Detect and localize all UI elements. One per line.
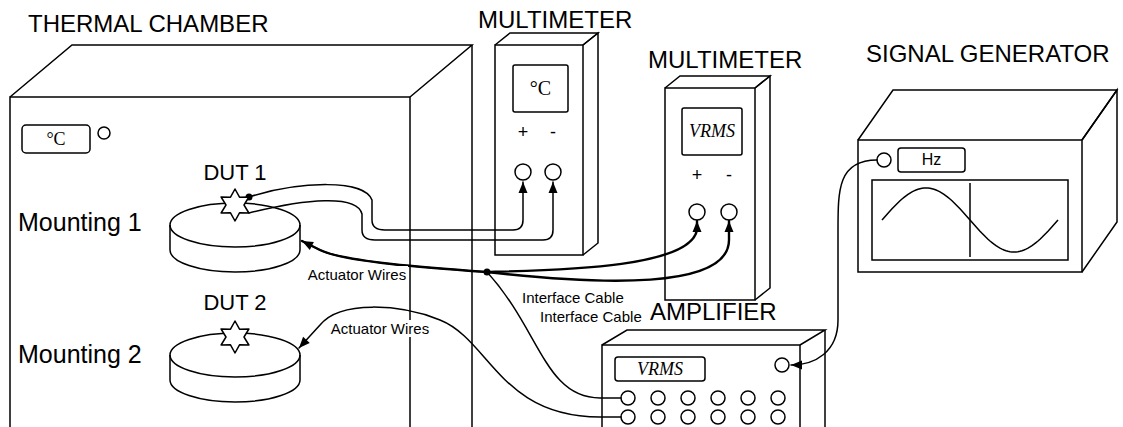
knob (877, 153, 891, 167)
display-unit: Hz (898, 148, 965, 172)
display-unit: °C (22, 125, 90, 153)
outline (10, 45, 472, 97)
device-title: SIGNAL GENERATOR (866, 40, 1110, 69)
signal-generator: SIGNAL GENERATOR Hz (852, 36, 1120, 274)
device-title: THERMAL CHAMBER (28, 10, 268, 39)
knob (545, 164, 561, 180)
wire-label: Actuator Wires (329, 320, 431, 337)
wire (249, 182, 523, 230)
multimeter: MULTIMETER °C +- (475, 4, 645, 260)
dut-star (221, 321, 249, 353)
outline (583, 33, 598, 255)
knob (721, 204, 737, 220)
connector-socket (741, 410, 755, 424)
wire-label: Actuator Wires (306, 266, 408, 283)
connector-socket (651, 391, 665, 405)
device-title: AMPLIFIER (650, 298, 777, 327)
connector-socket (741, 391, 755, 405)
outline (755, 76, 770, 300)
display-unit: VRMS (615, 357, 705, 381)
outline (1082, 90, 1117, 272)
multimeter: MULTIMETER VRMS +- (645, 44, 817, 302)
outline (615, 357, 705, 381)
connector-socket (711, 410, 725, 424)
mounting: DUT 2 Mounting 2 (15, 288, 310, 406)
cable-label: Interface Cable (520, 289, 626, 306)
mounting: DUT 1 Mounting 1 (15, 158, 310, 276)
outline (22, 125, 90, 153)
outline (170, 225, 300, 272)
knob (515, 164, 531, 180)
outline (495, 33, 598, 45)
outline (513, 65, 568, 112)
arrowhead (519, 182, 528, 193)
wire (249, 182, 553, 240)
connector (246, 182, 558, 240)
knob (689, 204, 705, 220)
thermal-chamber: THERMAL CHAMBER DUT 1 Mounting 1 DUT 2 Mount… (0, 0, 478, 427)
dut-label: DUT 2 (195, 290, 275, 316)
signal-generator-drawing (852, 36, 1120, 274)
sine-wave (882, 188, 1058, 252)
terminal-sign: + (515, 122, 531, 144)
arrowhead (549, 182, 558, 193)
dut-star (221, 189, 249, 221)
wire (487, 221, 729, 281)
cable-label: Interface Cable (538, 308, 644, 325)
connector-socket (621, 410, 635, 424)
multimeter-drawing (475, 4, 645, 260)
wire (791, 160, 877, 365)
connector-socket (771, 410, 785, 424)
outline (872, 180, 1068, 260)
mounting-label: Mounting 2 (18, 339, 142, 369)
device-title: MULTIMETER (478, 6, 632, 35)
connector-socket (681, 410, 695, 424)
display-unit: VRMS (682, 108, 742, 155)
dut-label: DUT 1 (195, 160, 275, 186)
outline (471, 45, 473, 427)
knob (98, 127, 110, 139)
arrowhead (693, 221, 702, 232)
display-unit: °C (513, 65, 568, 112)
terminal-sign: - (721, 165, 737, 187)
outline (602, 345, 800, 427)
wire (302, 221, 697, 272)
outline (170, 355, 300, 402)
connector-socket (651, 410, 665, 424)
outline (858, 90, 1117, 140)
arrowhead (299, 337, 310, 348)
outline (682, 108, 742, 155)
outline (665, 88, 755, 300)
terminal-sign: + (689, 165, 705, 187)
connector-socket (621, 391, 635, 405)
mounting-label: Mounting 1 (18, 207, 142, 237)
outline (602, 330, 825, 345)
connector-socket (681, 391, 695, 405)
outline (824, 330, 826, 427)
knob (775, 358, 789, 372)
outline (495, 45, 583, 255)
terminal-sign: - (545, 122, 561, 144)
connector-socket (711, 391, 725, 405)
connector-socket (771, 391, 785, 405)
outline (10, 97, 410, 427)
arrowhead (725, 221, 734, 232)
outline (898, 148, 965, 172)
connector (791, 160, 877, 370)
device-title: MULTIMETER (648, 46, 802, 75)
outline (665, 76, 770, 88)
outline (858, 140, 1082, 272)
